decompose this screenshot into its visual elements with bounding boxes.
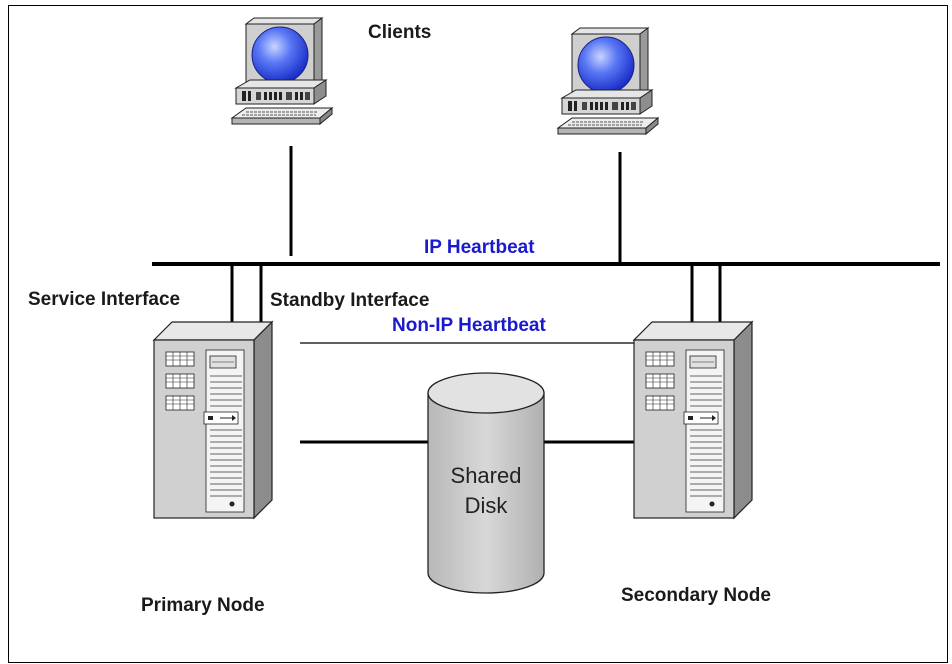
client-computer-right — [557, 27, 659, 135]
service-interface-label: Service Interface — [28, 289, 181, 310]
shared-disk-label-line2: Disk — [464, 492, 508, 518]
shared-disk-cylinder — [427, 372, 545, 594]
standby-interface-label: Standby Interface — [270, 290, 430, 311]
client-computer-left — [231, 17, 333, 125]
ip-heartbeat-label: IP Heartbeat — [424, 237, 535, 258]
secondary-node-server — [633, 321, 753, 519]
secondary-node-label: Secondary Node — [621, 585, 771, 606]
shared-disk-label: Shared Disk — [428, 461, 544, 520]
clients-label: Clients — [368, 22, 432, 43]
primary-node-label: Primary Node — [141, 595, 265, 616]
non-ip-heartbeat-label: Non-IP Heartbeat — [392, 315, 546, 336]
shared-disk-label-line1: Shared — [450, 463, 522, 488]
primary-node-server — [153, 321, 273, 519]
